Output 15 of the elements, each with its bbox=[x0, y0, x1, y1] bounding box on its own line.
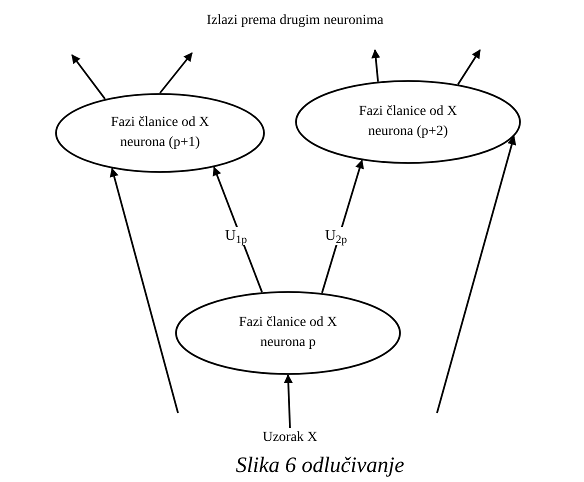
input-label: Uzorak X bbox=[262, 429, 318, 447]
arrow bbox=[371, 49, 380, 82]
arrow bbox=[110, 168, 179, 414]
node-text: Fazi članice od X neurona (p+2) bbox=[358, 103, 458, 141]
arrow bbox=[71, 54, 106, 100]
figure-caption: Slika 6 odlučivanje bbox=[234, 452, 406, 478]
node-text: Fazi članice od X neurona p bbox=[238, 314, 338, 352]
arrow bbox=[284, 374, 293, 428]
node-text: Fazi članice od X neurona (p+1) bbox=[110, 114, 210, 152]
arrow bbox=[436, 136, 516, 414]
outputs-label: Izlazi prema drugim neuronima bbox=[206, 12, 384, 30]
edge-label: U$_{2p}$ bbox=[324, 227, 348, 245]
arrow bbox=[457, 49, 481, 85]
arrow bbox=[159, 52, 193, 94]
edge-label: U$_{1p}$ bbox=[224, 227, 248, 245]
